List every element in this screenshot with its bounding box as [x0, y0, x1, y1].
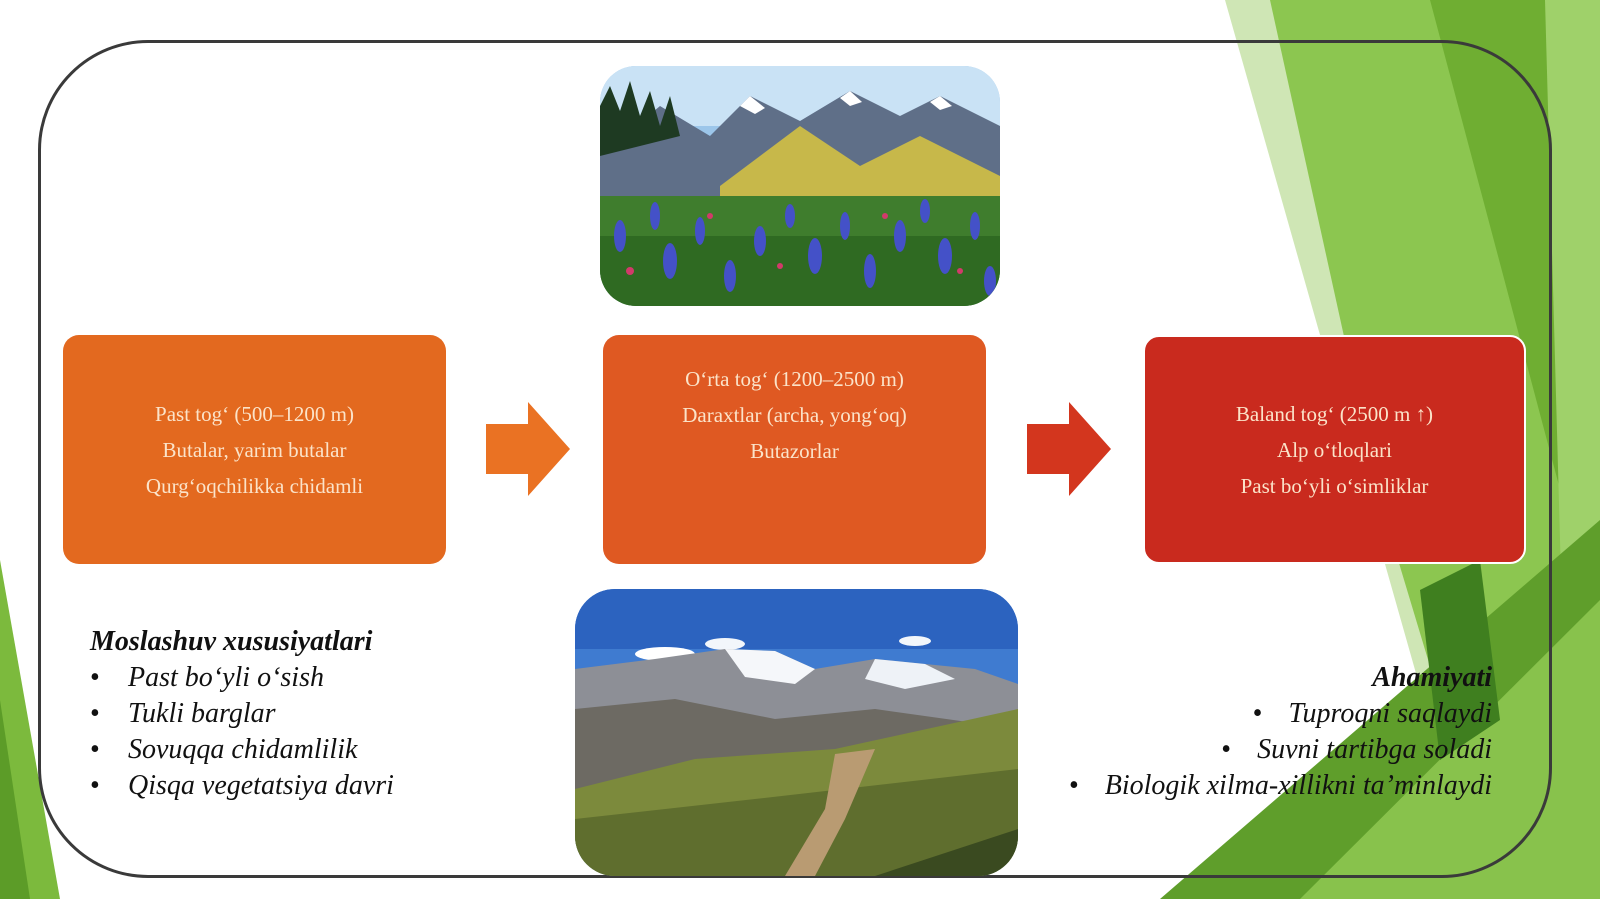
zone-high-mountain: Baland tog‘ (2500 m ↑) Alp o‘tloqlari Pa… — [1143, 335, 1526, 564]
list-item: •Sovuqqa chidamlilik — [90, 734, 358, 765]
zone-high-line-2: Alp o‘tloqlari — [1277, 437, 1392, 462]
zone-high-line-3: Past bo‘yli o‘simliklar — [1240, 473, 1429, 498]
zone-low-line-3: Qurg‘oqchilikka chidamli — [145, 473, 364, 498]
importance-title: Ahamiyati — [1372, 662, 1492, 693]
list-item: •Suvni tartibga soladi — [1221, 734, 1492, 765]
zone-low-line-2: Butalar, yarim butalar — [162, 437, 347, 462]
mountain-trail-photo — [575, 589, 1018, 876]
adaptation-title: Moslashuv xususiyatlari — [90, 626, 373, 657]
importance-section: Ahamiyati •Tuproqni saqlaydi •Suvni tart… — [1069, 660, 1492, 804]
arrow-right-icon — [486, 402, 570, 496]
adaptation-section: Moslashuv xususiyatlari •Past bo‘yli o‘s… — [90, 624, 394, 804]
list-item: •Past bo‘yli o‘sish — [90, 662, 324, 693]
zone-high-line-1: Baland tog‘ (2500 m ↑) — [1235, 401, 1434, 426]
zone-low-mountain: Past tog‘ (500–1200 m) Butalar, yarim bu… — [63, 335, 446, 564]
zone-mid-line-3: Butazorlar — [750, 439, 839, 463]
arrow-right-icon — [1027, 402, 1111, 496]
zone-mid-line-2: Daraxtlar (archa, yong‘oq) — [682, 403, 907, 427]
adaptation-list: •Past bo‘yli o‘sish •Tukli barglar •Sovu… — [90, 660, 394, 804]
alpine-meadow-photo — [600, 66, 1000, 306]
zone-low-line-1: Past tog‘ (500–1200 m) — [155, 401, 354, 426]
importance-list: •Tuproqni saqlaydi •Suvni tartibga solad… — [1069, 696, 1492, 804]
list-item: •Biologik xilma-xillikni ta’minlaydi — [1068, 770, 1492, 801]
content-frame — [38, 40, 1552, 878]
list-item: •Tuproqni saqlaydi — [1252, 698, 1492, 729]
zone-mid-mountain: O‘rta tog‘ (1200–2500 m) Daraxtlar (arch… — [603, 335, 986, 564]
list-item: •Qisqa vegetatsiya davri — [90, 770, 394, 801]
zone-mid-line-1: O‘rta tog‘ (1200–2500 m) — [685, 367, 904, 391]
list-item: •Tukli barglar — [90, 698, 276, 729]
